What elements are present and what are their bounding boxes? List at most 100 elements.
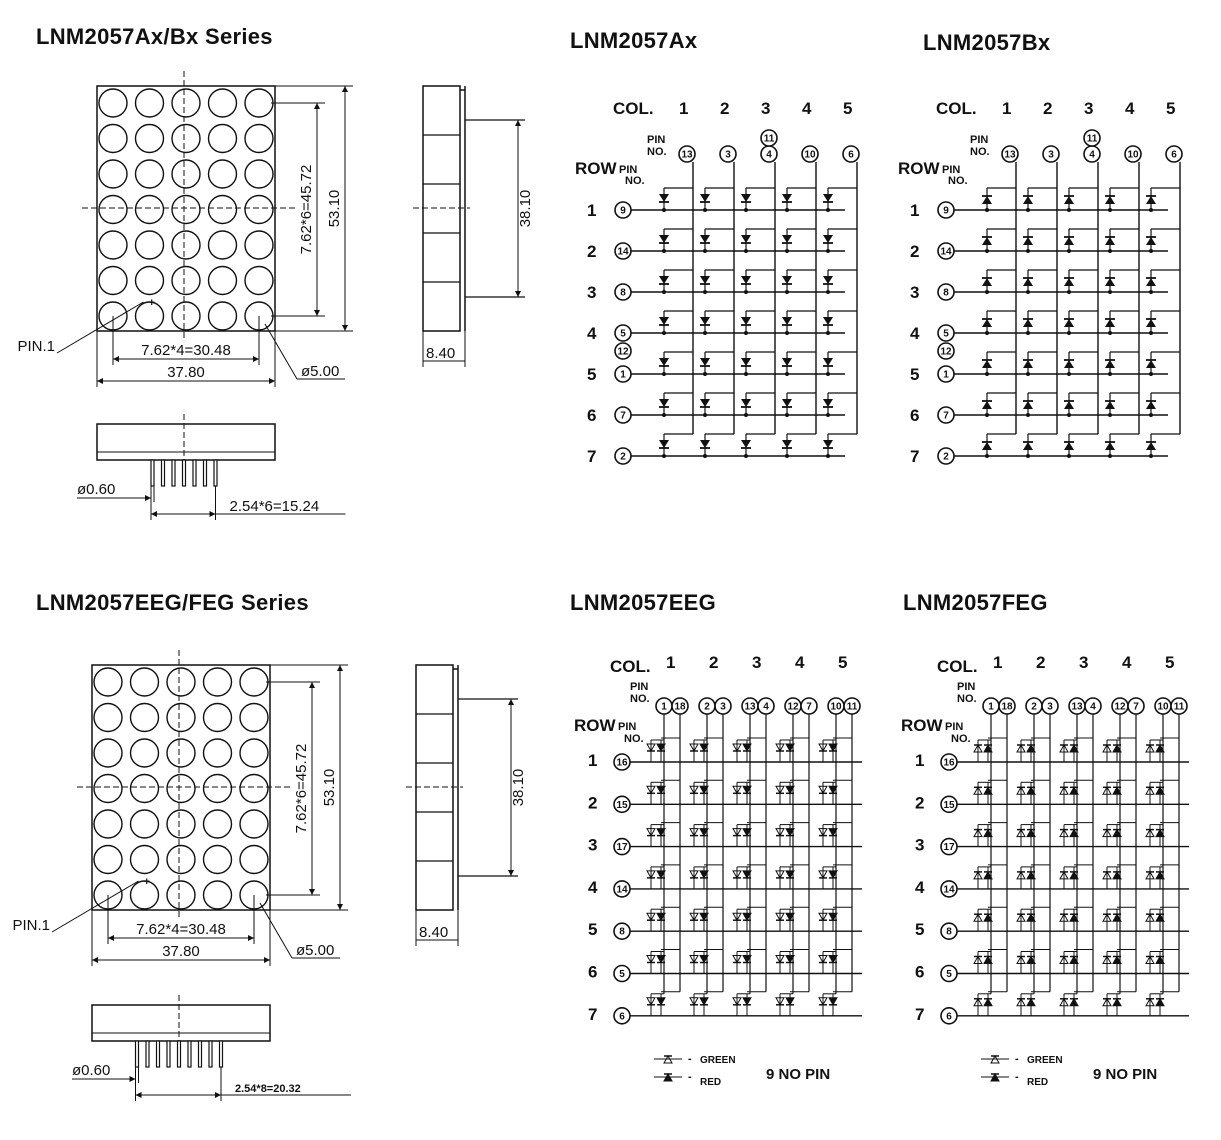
ax-row-no-label: NO. <box>625 175 645 187</box>
feg-col-pin-num: 1 <box>988 702 994 713</box>
feg-col-num: 2 <box>1036 653 1045 672</box>
pin1-leader <box>56 301 144 354</box>
bx-led <box>1146 318 1156 327</box>
bottom-pin <box>155 1040 161 1068</box>
led-dot <box>98 159 128 189</box>
ax-junction <box>703 413 707 417</box>
ax-led <box>659 358 669 367</box>
bx-row-pin-num: 14 <box>940 247 952 258</box>
led-dot <box>93 809 123 839</box>
ax-col-pin <box>842 145 860 163</box>
bx-col-num: 5 <box>1166 99 1175 118</box>
bottom-pin <box>181 459 187 487</box>
led-dot <box>202 773 233 804</box>
bx-junction <box>1026 331 1030 335</box>
ax-col-pin <box>801 145 819 163</box>
bx-junction <box>1108 372 1112 376</box>
diode-triangle <box>1023 196 1033 204</box>
dim-depth: 8.40 <box>426 345 455 362</box>
led-dot <box>207 194 238 225</box>
diode-triangle <box>659 235 669 243</box>
dim-width-total: 37.80 <box>162 943 200 960</box>
bx-led <box>1023 277 1033 286</box>
bx-row-no-label: NO. <box>948 175 968 187</box>
led-dot <box>207 230 238 260</box>
bx-row-pin-num: 5 <box>943 329 949 340</box>
dim-pin-dia: ø0.60 <box>72 1062 110 1079</box>
eeg-col-pin-num: 7 <box>806 702 812 713</box>
ax-row-pin-num: 8 <box>620 288 626 299</box>
diode-triangle <box>823 358 833 366</box>
bx-led <box>1064 441 1074 450</box>
feg-col-num: 5 <box>1165 653 1174 672</box>
diode-triangle <box>982 278 992 286</box>
ax-row-pin-num: 5 <box>620 329 626 340</box>
dim-pin-dia: ø0.60 <box>77 481 115 498</box>
eeg-row-num: 5 <box>588 920 597 939</box>
bx-led <box>1146 400 1156 409</box>
bx-no-label: NO. <box>970 146 990 158</box>
bx-led <box>1023 441 1033 450</box>
ax-led <box>782 194 792 203</box>
ax-led <box>741 235 751 244</box>
led-dot <box>98 194 128 225</box>
eeg-legend-dash: - <box>688 1053 692 1065</box>
led-dot <box>244 123 274 154</box>
feg-legend-red: RED <box>1027 1077 1048 1088</box>
arrowhead <box>129 1076 136 1082</box>
ax-led <box>782 276 792 285</box>
diode-triangle <box>1105 278 1115 286</box>
bx-led <box>1064 400 1074 409</box>
diode-triangle <box>1105 401 1115 409</box>
bx-row-num: 7 <box>910 447 919 466</box>
diode-triangle <box>1023 278 1033 286</box>
led-dot <box>244 194 274 225</box>
feg-row-num: 6 <box>915 963 924 982</box>
ax-row-pin-num: 14 <box>617 247 629 258</box>
diode-triangle <box>782 440 792 448</box>
feg-col-num: 4 <box>1122 653 1132 672</box>
ax-junction <box>826 413 830 417</box>
led-dot <box>166 844 196 875</box>
led-dot <box>98 265 128 296</box>
led-dot <box>244 159 274 189</box>
diode-triangle <box>1105 237 1115 245</box>
arrowhead <box>515 120 521 126</box>
bottom-pin <box>218 1040 224 1068</box>
led-dot <box>93 702 123 733</box>
led-dot <box>134 159 165 189</box>
ax-junction <box>744 208 748 212</box>
led-dot <box>202 809 233 839</box>
arrowhead <box>515 291 521 297</box>
ax-junction <box>826 454 830 458</box>
feg-col-pin-num: 3 <box>1047 702 1053 713</box>
bx-junction <box>1108 413 1112 417</box>
diode-triangle <box>659 317 669 325</box>
bottom-pin <box>192 459 197 487</box>
ax-led <box>782 358 792 367</box>
bx-junction <box>985 290 989 294</box>
bx-led <box>1105 318 1115 327</box>
arrowhead <box>209 511 216 517</box>
ax-col-num: 2 <box>720 99 729 118</box>
ax-col-num: 5 <box>843 99 852 118</box>
bx-led <box>1064 318 1074 327</box>
dim-width-pitch: 7.62*4=30.48 <box>136 921 226 938</box>
ax-led <box>700 194 710 203</box>
led-dot <box>134 265 165 296</box>
dim-width-pitch: 7.62*4=30.48 <box>141 342 231 359</box>
eeg-col-num: 5 <box>838 653 847 672</box>
bx-col-pin-num: 3 <box>1048 150 1054 161</box>
bx-row-pin-label: PIN <box>942 164 960 176</box>
ax-junction <box>662 372 666 376</box>
diode-triangle <box>982 319 992 327</box>
dim-height-pitch: 7.62*6=45.72 <box>293 744 310 834</box>
bx-row-pin-num: 7 <box>943 411 949 422</box>
bx-led <box>1023 236 1033 245</box>
dim-width-total: 37.80 <box>167 364 205 381</box>
bx-junction <box>1108 331 1112 335</box>
dim-pin-pitch: 2.54*8=20.32 <box>235 1083 301 1095</box>
bx-col-pin <box>1042 145 1060 163</box>
bx-col-num: 4 <box>1125 99 1135 118</box>
diode-triangle <box>741 317 751 325</box>
